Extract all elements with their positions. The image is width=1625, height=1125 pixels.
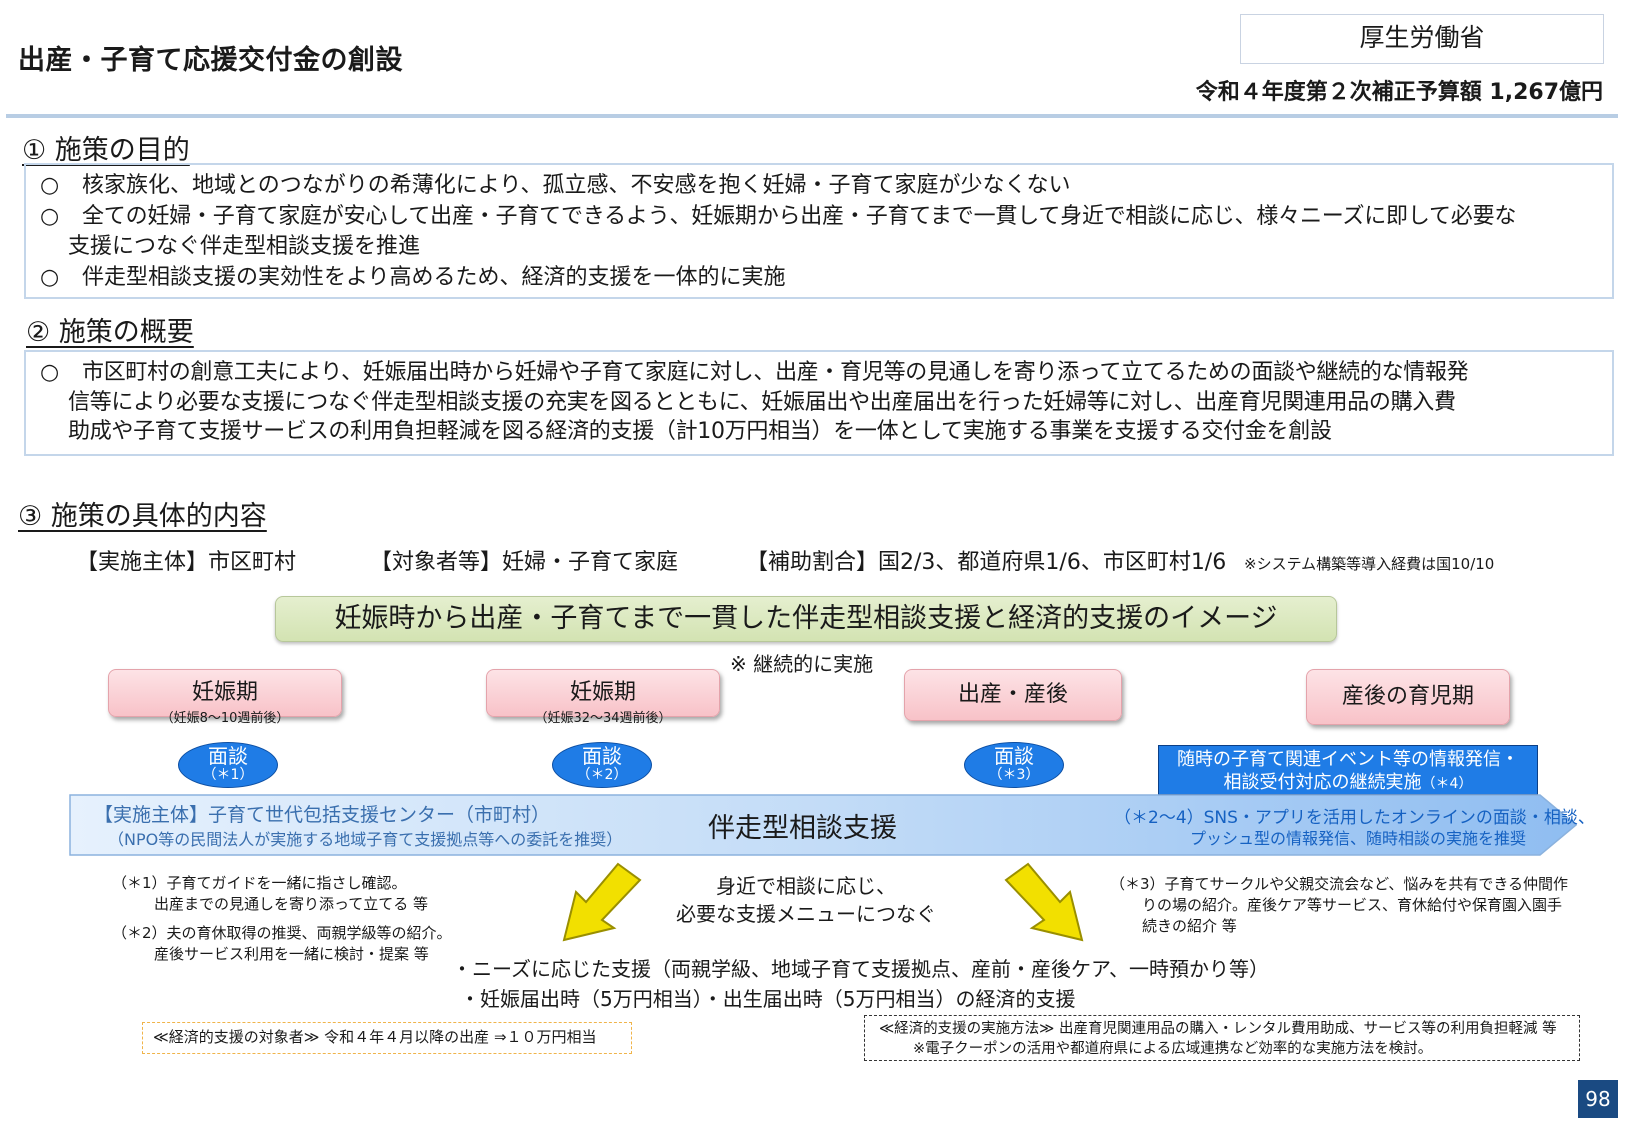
phase-label: 産後の育児期 — [1341, 684, 1474, 709]
section3-heading: ③ 施策の具体的内容 — [18, 501, 267, 532]
interview-oval-2: 面談 （＊2） — [552, 742, 652, 788]
connect-support-text: 身近で相談に応じ、 必要な支援メニューにつなぐ — [670, 872, 942, 928]
interview-label: 面談 — [582, 744, 622, 768]
center-line2: 必要な支援メニューにつなぐ — [676, 902, 936, 926]
ministry-label: 厚生労働省 — [1240, 14, 1604, 64]
budget-amount: 令和４年度第２次補正予算額 1,267億円 — [1195, 80, 1603, 105]
interview-note: （＊2） — [576, 767, 628, 783]
phase-birth-postpartum: 出産・産後 — [904, 669, 1122, 721]
bullet-marker: ○ — [40, 204, 60, 229]
interview-label: 面談 — [994, 744, 1034, 768]
section2-paragraph-line: 助成や子育て支援サービスの利用負担軽減を図る経済的支援（計10万円相当）を一体と… — [40, 417, 1620, 447]
event-box-line2: 相談受付対応の継続実施 — [1223, 772, 1422, 793]
event-box-line1: 随時の子育て関連イベント等の情報発信・ — [1177, 749, 1519, 770]
phase-label: 妊娠期 — [569, 680, 636, 705]
band-title: 伴走型相談支援 — [708, 813, 897, 844]
section1-bullet-continued: 支援につなぐ伴走型相談支援を推進 — [40, 232, 1610, 262]
implementer-info: 【実施主体】市区町村 — [76, 550, 297, 575]
section2-paragraph: ○ 市区町村の創意工夫により、妊娠届出時から妊婦や子育て家庭に対し、出産・育児等… — [40, 358, 1620, 388]
diagram-banner: 妊娠時から出産・子育てまで一貫した伴走型相談支援と経済的支援のイメージ — [275, 596, 1337, 642]
page-number: 98 — [1578, 1080, 1618, 1118]
bullet-text: 伴走型相談支援の実効性をより高めるため、経済的支援を一体的に実施 — [82, 265, 786, 290]
bullet-text: 全ての妊婦・子育て家庭が安心して出産・子育てできるよう、妊娠期から出産・子育てま… — [82, 204, 1517, 229]
section1-bullet: ○ 全ての妊婦・子育て家庭が安心して出産・子育てできるよう、妊娠期から出産・子育… — [40, 202, 1625, 232]
paragraph-line: 助成や子育て支援サービスの利用負担軽減を図る経済的支援（計10万円相当）を一体と… — [68, 419, 1332, 444]
bullet-marker: ○ — [40, 173, 60, 198]
section2-paragraph-line: 信等により必要な支援につなぐ伴走型相談支援の充実を図るとともに、妊娠届出や出産届… — [40, 388, 1620, 418]
support-needs-line: ・ニーズに応じた支援（両親学級、地域子育て支援拠点、産前・産後ケア、一時預かり等… — [452, 957, 1269, 981]
band-online-note: （＊2～4）SNS・アプリを活用したオンラインの面談・相談、 — [1114, 808, 1595, 828]
note-line: 産後サービス利用を一緒に検討・提案 等 — [154, 945, 429, 963]
section1-heading: ① 施策の目的 — [22, 135, 190, 166]
interview-label: 面談 — [208, 744, 248, 768]
note-line: 続きの紹介 等 — [1142, 917, 1237, 935]
target-info: 【対象者等】妊婦・子育て家庭 — [370, 550, 679, 575]
center-line1: 身近で相談に応じ、 — [716, 874, 896, 898]
paragraph-line: 市区町村の創意工夫により、妊娠届出時から妊婦や子育て家庭に対し、出産・育児等の見… — [82, 360, 1469, 385]
continuous-event-box: 随時の子育て関連イベント等の情報発信・ 相談受付対応の継続実施（＊4） — [1158, 745, 1538, 795]
band-implementer-note: （NPO等の民間法人が実施する地域子育て支援拠点等への委託を推奨） — [108, 830, 623, 849]
note-line: （＊1）子育てガイドを一緒に指さし確認。 — [112, 874, 407, 892]
method-line2: ※電子クーポンの活用や都道府県による広域連携など効率的な実施方法を検討。 — [913, 1041, 1433, 1057]
method-line1: ≪経済的支援の実施方法≫ 出産育児関連用品の購入・レンタル費用助成、サービス等の… — [879, 1021, 1557, 1037]
note-interview-1: （＊1）子育てガイドを一緒に指さし確認。 出産までの見通しを寄り添って立てる 等 — [112, 873, 428, 915]
paragraph-line: 信等により必要な支援につなぐ伴走型相談支援の充実を図るとともに、妊娠届出や出産届… — [68, 390, 1456, 415]
phase-label: 妊娠期 — [191, 680, 258, 705]
continuous-note: ※ 継続的に実施 — [730, 652, 874, 676]
interview-note: （＊1） — [202, 767, 254, 783]
band-online-note-2: プッシュ型の情報発信、随時相談の実施を推奨 — [1190, 829, 1527, 848]
section1-bullet: ○ 核家族化、地域とのつながりの希薄化により、孤立感、不安感を抱く妊婦・子育て家… — [40, 171, 1610, 201]
section1-box — [24, 163, 1614, 299]
subsidy-info: 【補助割合】国2/3、都道府県1/6、市区町村1/6 — [746, 550, 1227, 575]
bullet-text: 核家族化、地域とのつながりの希薄化により、孤立感、不安感を抱く妊婦・子育て家庭が… — [82, 173, 1071, 198]
note-line: （＊2）夫の育休取得の推奨、両親学級等の紹介。 — [112, 924, 452, 942]
subsidy-note: ※システム構築等導入経費は国10/10 — [1244, 555, 1495, 573]
eligibility-box: ≪経済的支援の対象者≫ 令和４年４月以降の出産 ⇒１０万円相当 — [142, 1022, 632, 1054]
note-interview-2: （＊2）夫の育休取得の推奨、両親学級等の紹介。 産後サービス利用を一緒に検討・提… — [112, 923, 452, 965]
bullet-marker: ○ — [40, 265, 60, 290]
note-line: 出産までの見通しを寄り添って立てる 等 — [154, 895, 429, 913]
arrow-down-right-icon — [1004, 862, 1084, 942]
bullet-marker: ○ — [40, 360, 60, 385]
interview-oval-1: 面談 （＊1） — [178, 742, 278, 788]
phase-sublabel: （妊娠8～10週前後） — [160, 711, 290, 726]
note-line: りの場の紹介。産後ケア等サービス、育休給付や保育園入園手 — [1142, 896, 1563, 914]
economic-support-line: ・妊娠届出時（5万円相当）・出生届出時（5万円相当）の経済的支援 — [460, 987, 1076, 1011]
section2-heading: ② 施策の概要 — [26, 317, 194, 348]
band-implementer: 【実施主体】子育て世代包括支援センター（市町村） — [94, 804, 551, 826]
note-interview-3: （＊3）子育てサークルや父親交流会など、悩みを共有できる仲間作 りの場の紹介。産… — [1110, 874, 1568, 937]
phase-label: 出産・産後 — [957, 682, 1068, 707]
method-box: ≪経済的支援の実施方法≫ 出産育児関連用品の購入・レンタル費用助成、サービス等の… — [864, 1015, 1580, 1061]
phase-pregnancy-late: 妊娠期 （妊娠32～34週前後） — [486, 669, 720, 726]
phase-sublabel: （妊娠32～34週前後） — [534, 711, 672, 726]
section2-box — [24, 350, 1614, 456]
event-box-note: （＊4） — [1421, 776, 1473, 792]
interview-note: （＊3） — [988, 767, 1040, 783]
arrow-down-left-icon — [562, 862, 642, 942]
section1-bullet: ○ 伴走型相談支援の実効性をより高めるため、経済的支援を一体的に実施 — [40, 263, 1610, 293]
phase-childcare: 産後の育児期 — [1306, 669, 1510, 725]
document-title: 出産・子育て応援交付金の創設 — [18, 45, 403, 76]
header-divider — [6, 114, 1618, 118]
phase-pregnancy-early: 妊娠期 （妊娠8～10週前後） — [108, 669, 342, 726]
interview-oval-3: 面談 （＊3） — [964, 742, 1064, 788]
support-arrow-band — [69, 794, 1578, 856]
bullet-text: 支援につなぐ伴走型相談支援を推進 — [68, 234, 421, 259]
note-line: （＊3）子育てサークルや父親交流会など、悩みを共有できる仲間作 — [1110, 875, 1569, 893]
